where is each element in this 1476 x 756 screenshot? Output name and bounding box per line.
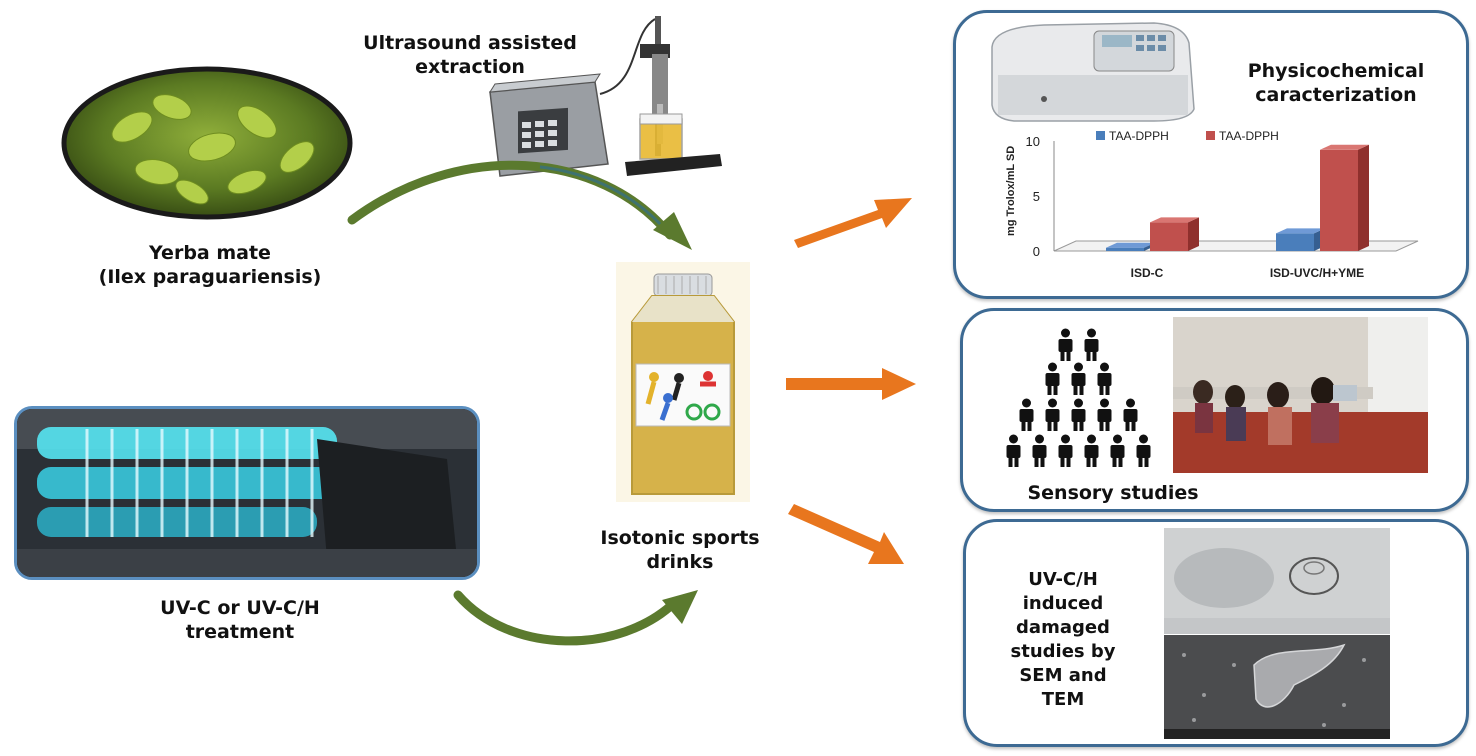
person-icon [1123, 398, 1138, 431]
person-icon [1097, 398, 1112, 431]
y-axis-label: mg Trolox/mL SD [1005, 146, 1017, 236]
person-icon [1136, 434, 1151, 467]
yerba-mate-image [61, 66, 353, 220]
ultrasound-label: Ultrasound assisted extraction [363, 32, 577, 78]
sensory-studies-label: Sensory studies [1027, 482, 1199, 504]
bar [1150, 217, 1199, 251]
legend-label: TAA-DPPH [1219, 129, 1279, 143]
person-icon [1058, 434, 1073, 467]
person-icon [1084, 434, 1099, 467]
person-icon [1097, 362, 1112, 395]
physicochemical-panel: Physicochemical caracterization 0 5 10 mg T… [953, 10, 1469, 299]
x-tick-label: ISD-C [1131, 266, 1164, 280]
y-tick-label: 10 [1026, 134, 1040, 149]
bar [1320, 144, 1369, 251]
person-icon [1110, 434, 1125, 467]
curved-arrow-bottom-icon [453, 590, 698, 646]
spectrophotometer-image [991, 22, 1195, 122]
taa-dpph-bar-chart: 0 5 10 mg Trolox/mL SD TAA-DPPH TAA-DPPH ISD-C… [1005, 129, 1419, 280]
isotonic-drink-bottle-image [616, 262, 750, 502]
sensory-panel: Sensory studies [960, 308, 1469, 512]
physicochemical-label: Physicochemical caracterization [1247, 60, 1425, 106]
yerba-mate-label: Yerba mate (Ilex paraguariensis) [98, 242, 322, 288]
legend-swatch [1096, 131, 1105, 140]
person-icon [1019, 398, 1034, 431]
uv-device-image [14, 406, 480, 580]
person-icon [1045, 362, 1060, 395]
person-icon [1071, 362, 1086, 395]
legend-label: TAA-DPPH [1109, 129, 1169, 143]
person-icon [1071, 398, 1086, 431]
arrow-to-sensory-icon [786, 368, 916, 400]
sem-image [1164, 635, 1390, 739]
person-icon [1045, 398, 1060, 431]
damage-studies-panel: UV-C/H induced damaged studies by SEM an… [963, 519, 1469, 747]
arrow-to-damage-icon [788, 504, 904, 564]
arrow-to-physico-icon [794, 198, 912, 248]
person-icon [1058, 328, 1073, 361]
ultrasound-device-image [480, 14, 725, 179]
legend-swatch [1206, 131, 1215, 140]
curved-arrow-top-icon [347, 160, 692, 250]
x-tick-label: ISD-UVC/H+YME [1270, 266, 1364, 280]
person-icon [1032, 434, 1047, 467]
y-tick-label: 0 [1033, 244, 1040, 259]
tem-image [1164, 528, 1390, 634]
isotonic-drinks-label: Isotonic sports drinks [600, 527, 760, 573]
person-icon [1006, 434, 1021, 467]
uv-treatment-label: UV-C or UV-C/H treatment [160, 597, 320, 643]
damage-studies-label: UV-C/H induced damaged studies by SEM an… [1010, 569, 1116, 710]
sensory-room-photo [1173, 317, 1428, 473]
bar [1276, 228, 1325, 251]
y-tick-label: 5 [1033, 189, 1040, 204]
person-icon [1084, 328, 1099, 361]
people-pyramid-image [1006, 328, 1151, 467]
